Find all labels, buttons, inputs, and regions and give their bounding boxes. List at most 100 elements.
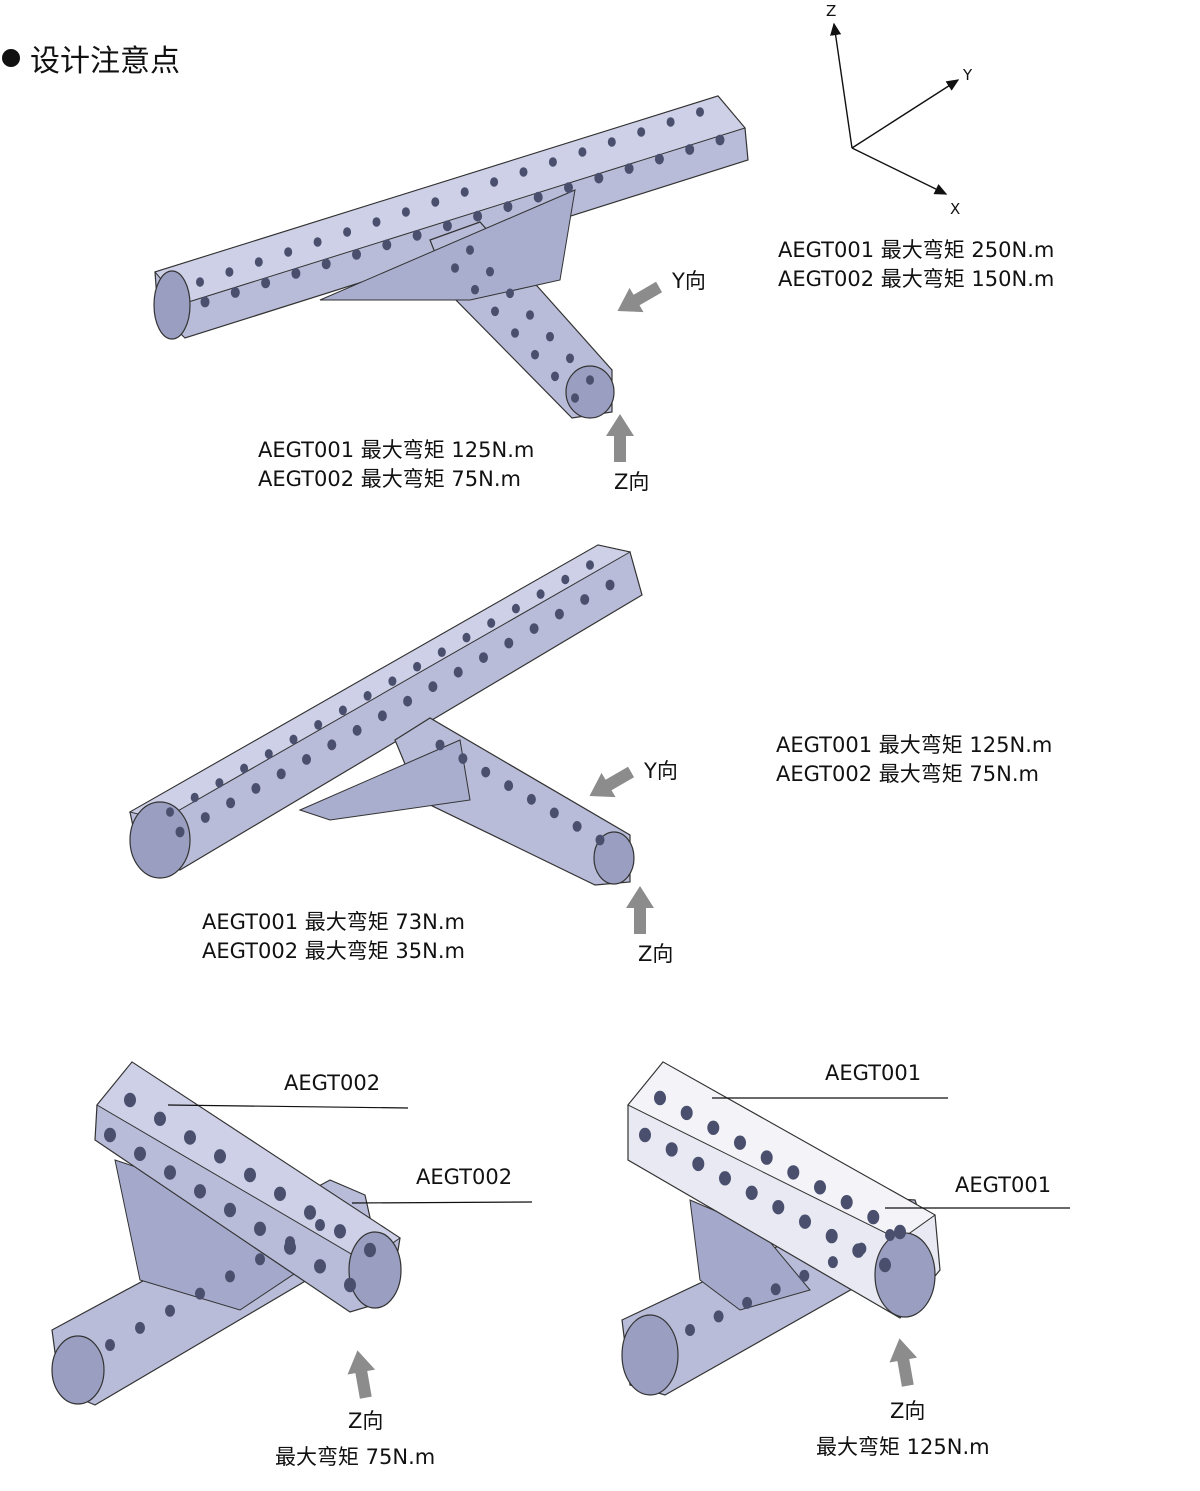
perforation-hole [214, 1149, 226, 1164]
perforation-hole [413, 661, 422, 672]
perforation-hole [692, 1156, 705, 1172]
perforation-hole [867, 1209, 880, 1225]
perforation-hole [586, 560, 594, 570]
perforation-hole [462, 632, 471, 643]
perforation-hole [225, 267, 234, 277]
perforation-hole [770, 1283, 781, 1296]
perforation-hole [666, 117, 675, 127]
perforation-hole [719, 1171, 731, 1186]
fig3-callout-side: AEGT002 [416, 1165, 513, 1189]
arrow-z-fig1-icon [606, 414, 634, 462]
perforation-hole [760, 1150, 773, 1165]
perforation-hole [787, 1165, 800, 1180]
axis-x-label: X [950, 200, 961, 218]
perforation-hole [226, 797, 236, 809]
perforation-hole [486, 266, 494, 277]
perforation-hole [200, 296, 210, 308]
perforation-hole [338, 705, 347, 716]
perforation-hole [154, 1111, 166, 1127]
perforation-hole [490, 177, 499, 187]
perforation-hole [382, 239, 392, 251]
perforation-hole [261, 277, 271, 289]
perforation-hole [225, 1270, 235, 1283]
perforation-hole [230, 287, 240, 298]
perforation-hole [344, 1277, 356, 1293]
fig2-z-direction-label: Z向 [638, 942, 674, 966]
fig2-z-spec: AEGT001 最大弯矩 73N.m AEGT002 最大弯矩 35N.m [202, 908, 465, 966]
perforation-hole [240, 763, 249, 774]
perforation-hole [315, 1219, 325, 1231]
perforation-hole [334, 1224, 346, 1239]
fig1-y-spec-line-1: AEGT001 最大弯矩 250N.m [778, 238, 1055, 262]
perforation-hole [401, 207, 410, 217]
fig2-z-spec-line-2: AEGT002 最大弯矩 35N.m [202, 939, 465, 963]
perforation-hole [566, 353, 574, 364]
fig1-y-direction-label: Y向 [672, 269, 706, 293]
perforation-hole [314, 1259, 326, 1274]
perforation-hole [352, 724, 362, 736]
perforation-hole [526, 310, 534, 320]
fig1-y-spec: AEGT001 最大弯矩 250N.m AEGT002 最大弯矩 150N.m [778, 236, 1054, 294]
perforation-hole [302, 754, 311, 765]
perforation-hole [578, 147, 587, 157]
perforation-hole [685, 1324, 695, 1336]
perforation-hole [827, 1256, 838, 1269]
arrow-y-fig2-icon [589, 766, 635, 798]
heading-text: 设计注意点 [30, 44, 180, 79]
perforation-hole [124, 1092, 136, 1108]
perforation-hole [526, 793, 536, 805]
perforation-hole [460, 187, 469, 197]
perforation-hole [321, 258, 331, 270]
perforation-hole [251, 783, 261, 794]
perforation-hole [564, 182, 573, 194]
fig1-y-spec-line-2: AEGT002 最大弯矩 150N.m [778, 267, 1055, 291]
perforation-hole [255, 1253, 265, 1266]
perforation-hole [745, 1185, 758, 1201]
fig4-z-direction-label: Z向 [890, 1399, 926, 1423]
perforation-hole [175, 826, 185, 838]
perforation-hole [285, 1236, 295, 1249]
perforation-hole [529, 623, 539, 634]
perforation-hole [403, 695, 413, 707]
perforation-hole [580, 594, 590, 605]
perforation-hole [685, 144, 695, 155]
perforation-hole [276, 768, 286, 780]
perforation-hole [504, 637, 514, 649]
perforation-hole [546, 331, 554, 342]
perforation-hole [466, 245, 474, 255]
perforation-hole [284, 247, 293, 257]
fig1-z-spec-line-1: AEGT001 最大弯矩 125N.m [258, 438, 535, 462]
perforation-hole [511, 603, 520, 614]
perforation-hole [506, 288, 514, 299]
perforation-hole [531, 349, 539, 360]
arrow-z-fig4-icon [889, 1338, 918, 1387]
perforation-hole [814, 1180, 826, 1195]
perforation-hole [437, 647, 446, 657]
perforation-hole [313, 237, 322, 247]
perforation-hole [595, 834, 605, 846]
perforation-hole [571, 393, 579, 403]
perforation-hole [624, 163, 634, 175]
perforation-hole [364, 1242, 376, 1258]
arrow-z-fig2-icon [626, 886, 654, 934]
fig2-z-spec-line-1: AEGT001 最大弯矩 73N.m [202, 910, 465, 934]
perforation-hole [594, 172, 604, 184]
perforation-hole [707, 1120, 720, 1136]
perforation-hole [772, 1200, 785, 1215]
perforation-hole [431, 197, 440, 207]
perforation-hole [885, 1229, 895, 1241]
cross-assembly-aegt002 [51, 1061, 402, 1406]
fig4-callout-top: AEGT001 [825, 1061, 922, 1085]
fig2-y-spec-line-1: AEGT001 最大弯矩 125N.m [776, 733, 1053, 757]
perforation-hole [274, 1186, 286, 1202]
perforation-hole [377, 710, 387, 722]
perforation-hole [190, 792, 199, 803]
perforation-hole [215, 778, 224, 788]
axis-z-label: Z [826, 2, 837, 20]
perforation-hole [561, 574, 570, 585]
perforation-hole [654, 1090, 666, 1106]
perforation-hole [166, 807, 174, 817]
perforation-hole [551, 371, 559, 382]
perforation-hole [713, 1310, 724, 1323]
